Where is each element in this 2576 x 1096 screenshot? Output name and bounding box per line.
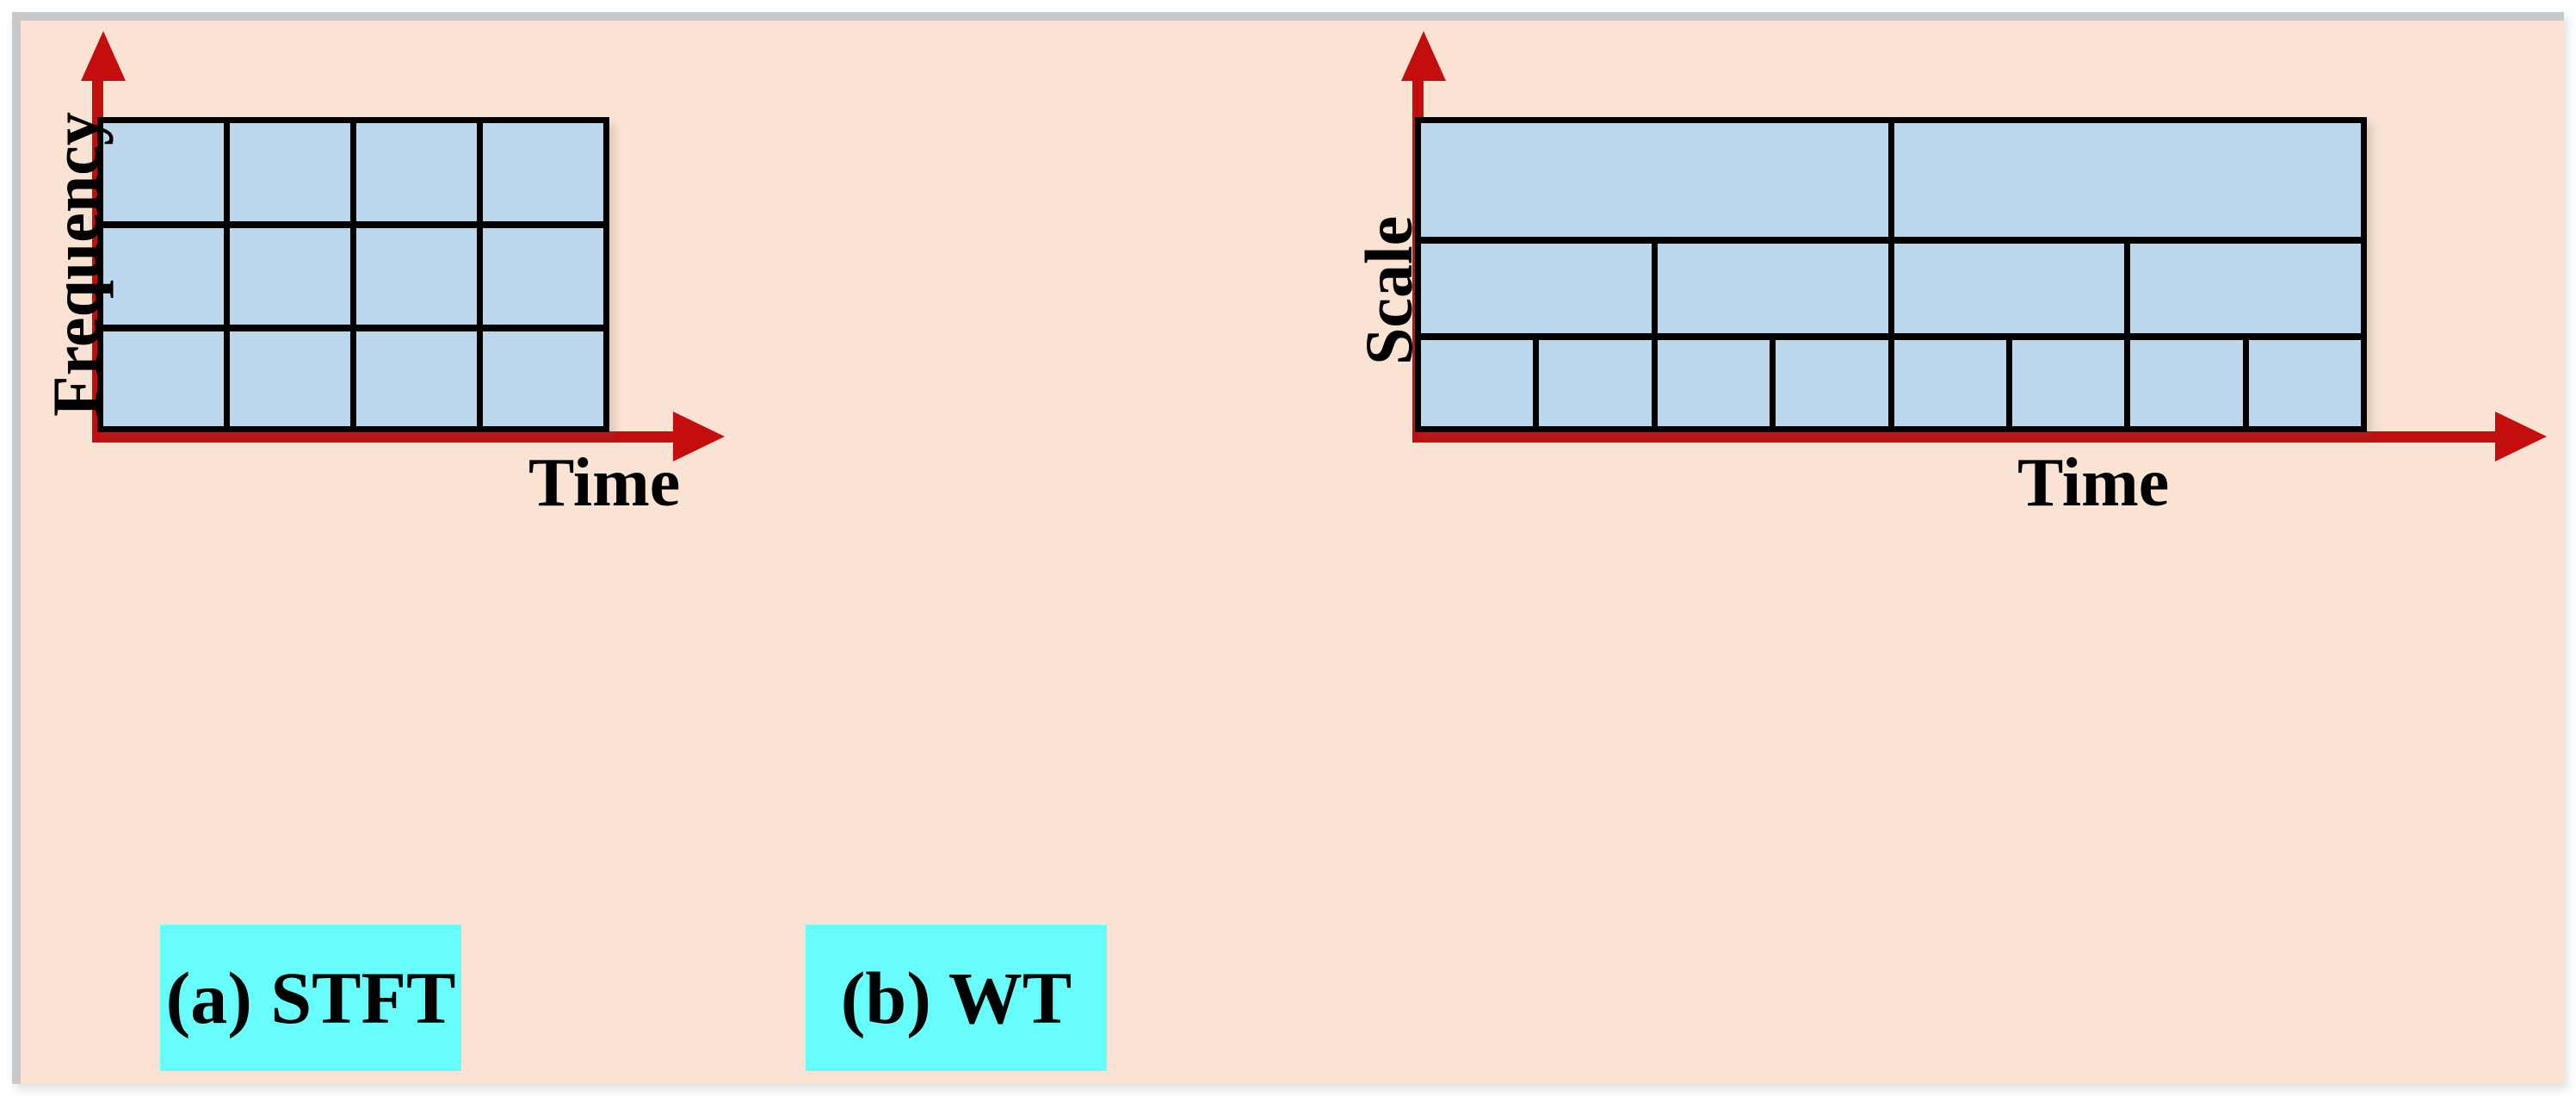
- stft-row-separator: [103, 325, 603, 331]
- wt-tile: [1894, 340, 2012, 426]
- wt-tile: [1894, 244, 2131, 333]
- wt-tile: [2130, 244, 2361, 333]
- stft-row-bottom: [103, 331, 603, 426]
- stft-tile: [483, 228, 603, 325]
- time-axis-arrowhead-wt: [2495, 412, 2547, 461]
- wt-tile: [1894, 123, 2362, 237]
- stft-tile: [230, 331, 356, 426]
- wt-tiling-grid: [1415, 117, 2367, 432]
- caption-label-wt: (b) WT: [840, 957, 1072, 1039]
- stft-tile: [483, 123, 603, 221]
- stft-tile: [103, 331, 230, 426]
- figure-frame: Frequency Time (a) STFT: [12, 12, 2564, 1084]
- time-axis-line-wt: [1412, 431, 2507, 443]
- scale-axis-arrowhead: [1401, 31, 1446, 81]
- stft-tile: [230, 123, 356, 221]
- frequency-axis-arrowhead: [81, 31, 126, 81]
- wt-row-separator: [1421, 333, 2361, 340]
- wt-tile: [1421, 244, 1658, 333]
- caption-box-stft: (a) STFT: [160, 925, 461, 1071]
- stft-tile: [356, 123, 483, 221]
- wt-tile: [1658, 244, 1894, 333]
- stft-tile: [483, 331, 603, 426]
- stft-tile: [103, 228, 230, 325]
- frequency-axis-label: Frequency: [39, 112, 114, 417]
- time-axis-line-stft: [92, 431, 686, 443]
- stft-tile: [230, 228, 356, 325]
- wt-row-bottom: [1421, 340, 2361, 426]
- wt-row-separator: [1421, 237, 2361, 244]
- wt-row-top: [1421, 123, 2361, 237]
- stft-tiling-grid: [97, 117, 609, 432]
- wt-tile: [1658, 340, 1776, 426]
- wt-tile: [1421, 340, 1540, 426]
- caption-box-wt: (b) WT: [806, 925, 1107, 1071]
- wt-tile: [2130, 340, 2249, 426]
- wt-tile: [1776, 340, 1894, 426]
- stft-row-middle: [103, 228, 603, 325]
- wt-tile: [1539, 340, 1658, 426]
- wt-tile: [2249, 340, 2361, 426]
- stft-row-separator: [103, 221, 603, 228]
- wt-row-middle: [1421, 244, 2361, 333]
- time-axis-label-stft: Time: [528, 445, 681, 521]
- wt-tile: [2012, 340, 2131, 426]
- stft-tile: [356, 228, 483, 325]
- caption-label-stft: (a) STFT: [165, 957, 456, 1039]
- stft-tile: [103, 123, 230, 221]
- stft-row-top: [103, 123, 603, 221]
- stft-tile: [356, 331, 483, 426]
- wt-tile: [1421, 123, 1894, 237]
- time-axis-arrowhead-stft: [673, 412, 725, 461]
- scale-axis-label: Scale: [1351, 215, 1426, 365]
- time-axis-label-wt: Time: [2017, 445, 2170, 521]
